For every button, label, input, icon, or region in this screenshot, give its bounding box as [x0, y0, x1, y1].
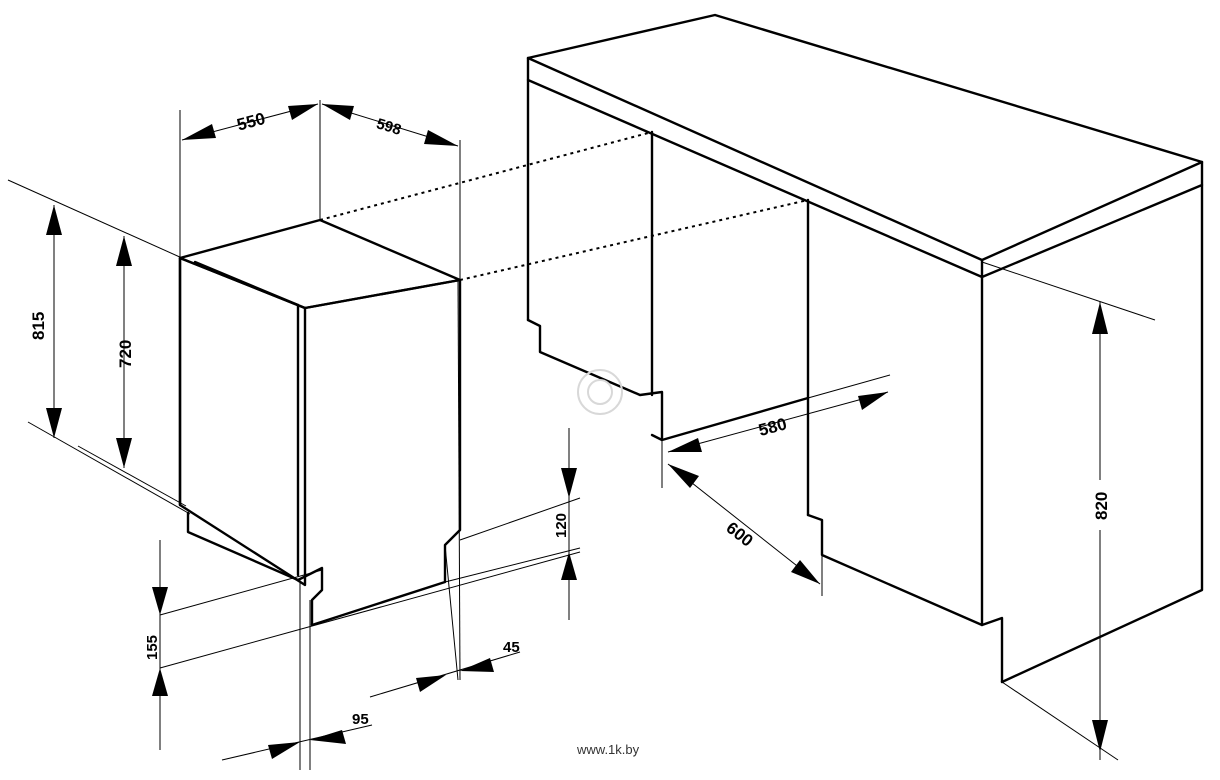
- dim-155-label: 155: [144, 635, 161, 660]
- dim-550: 550: [181, 103, 319, 141]
- countertop-front-edge: [526, 56, 984, 279]
- dim-598-label: 598: [374, 115, 403, 139]
- dishwasher-plinth: [186, 511, 324, 627]
- projection-line-bottom: [459, 199, 809, 281]
- dishwasher-top: [178, 218, 462, 310]
- dishwasher-door-top: [193, 260, 300, 307]
- dim-815-label: 815: [29, 312, 48, 340]
- dim-598: 598: [321, 103, 459, 147]
- dim-580: 580: [667, 391, 889, 453]
- dim-820-label: 820: [1092, 492, 1111, 520]
- extension-lines: [7, 100, 1156, 770]
- dim-45-label: 45: [503, 639, 520, 656]
- cabinet-right-side: [1000, 183, 1204, 684]
- cabinet-floor-gap: [660, 396, 810, 442]
- dim-600-label: 600: [723, 518, 757, 550]
- cabinet-right-front: [806, 513, 1004, 684]
- dim-580-label: 580: [757, 414, 789, 440]
- projection-line-top: [319, 131, 653, 221]
- dim-600: 600: [667, 463, 821, 585]
- dim-720-label: 720: [116, 340, 135, 368]
- dim-120-label: 120: [553, 513, 570, 538]
- kitchen-cabinet: [526, 13, 1204, 684]
- dim-120: 120: [553, 428, 577, 620]
- dim-815: 815: [29, 205, 62, 438]
- watermark-logo: [577, 369, 623, 415]
- countertop-side-edge: [980, 160, 1204, 279]
- dim-820: 820: [1088, 302, 1112, 760]
- countertop-top: [526, 13, 1204, 262]
- dim-155: 155: [144, 540, 168, 750]
- watermark-text: www.1k.by: [576, 742, 640, 757]
- dim-720: 720: [116, 236, 135, 468]
- dim-95-label: 95: [352, 711, 369, 728]
- dim-95: 95: [221, 711, 373, 761]
- dishwasher-side-panel: [303, 278, 462, 627]
- dim-550-label: 550: [235, 109, 267, 135]
- dim-45: 45: [369, 639, 521, 698]
- dishwasher: [178, 218, 462, 627]
